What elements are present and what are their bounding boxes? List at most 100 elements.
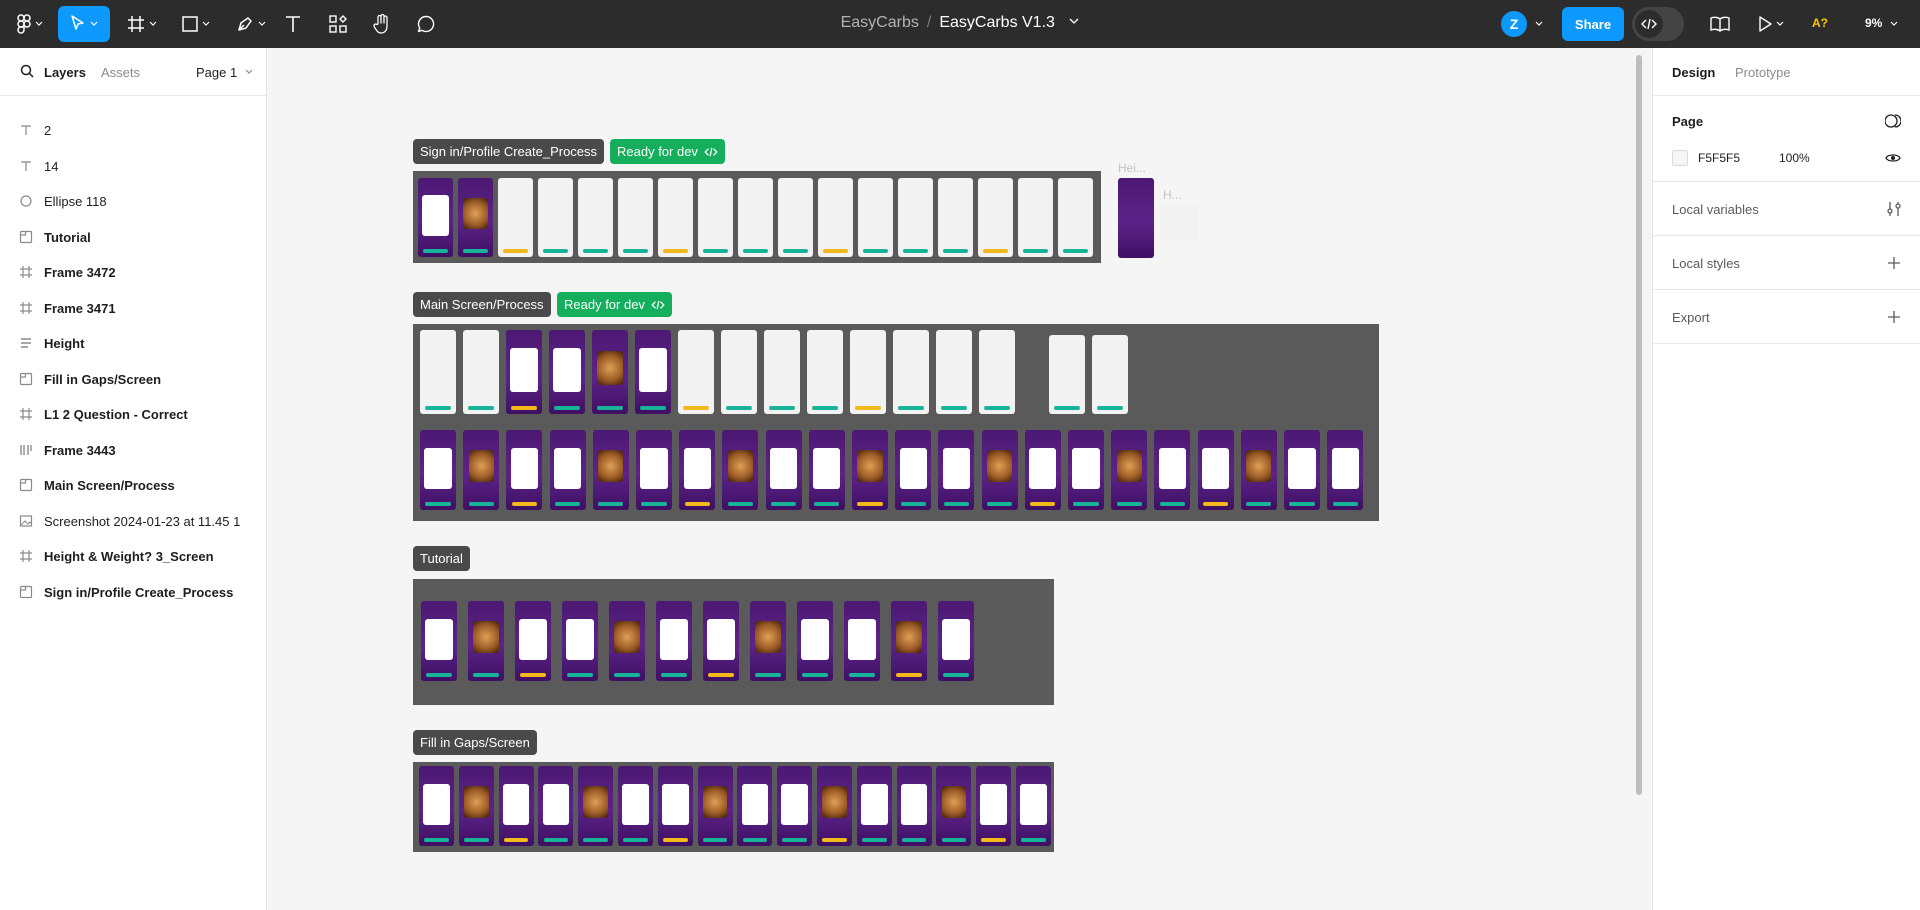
design-screen[interactable] xyxy=(938,601,974,681)
design-screen[interactable] xyxy=(1068,430,1104,510)
main-menu-button[interactable] xyxy=(12,6,48,42)
layer-item[interactable]: Height xyxy=(0,327,266,359)
design-screen[interactable] xyxy=(657,766,693,846)
design-screen[interactable] xyxy=(808,430,845,510)
design-screen[interactable] xyxy=(722,430,759,510)
design-screen[interactable] xyxy=(703,601,739,681)
hand-tool-button[interactable] xyxy=(369,6,395,42)
design-screen[interactable] xyxy=(1160,205,1198,240)
design-screen[interactable] xyxy=(698,178,733,257)
layer-item[interactable]: Fill in Gaps/Screen xyxy=(0,363,266,395)
chevron-down-icon[interactable] xyxy=(1535,21,1543,27)
avatar[interactable]: Z xyxy=(1501,11,1527,37)
layer-item[interactable]: Frame 3443 xyxy=(0,434,266,466)
design-screen[interactable] xyxy=(976,766,1012,846)
design-screen[interactable] xyxy=(938,178,973,257)
comment-tool-button[interactable] xyxy=(413,6,439,42)
design-screen[interactable] xyxy=(515,601,551,681)
design-screen[interactable] xyxy=(1058,178,1093,257)
design-screen[interactable] xyxy=(549,430,586,510)
design-screen[interactable] xyxy=(895,430,932,510)
design-screen[interactable] xyxy=(797,601,833,681)
design-screen[interactable] xyxy=(898,178,933,257)
design-screen[interactable] xyxy=(979,330,1015,414)
design-screen[interactable] xyxy=(891,601,927,681)
design-screen[interactable] xyxy=(738,178,773,257)
design-screen[interactable] xyxy=(1018,178,1053,257)
layer-item[interactable]: Height & Weight? 3_Screen xyxy=(0,540,266,572)
library-button[interactable] xyxy=(1707,6,1733,42)
section-label-main-screen[interactable]: Main Screen/Process xyxy=(413,292,551,317)
design-screen[interactable] xyxy=(1024,430,1061,510)
design-screen[interactable] xyxy=(458,766,494,846)
design-screen[interactable] xyxy=(1016,766,1051,846)
project-name[interactable]: EasyCarbs xyxy=(840,14,919,31)
page-color-hex[interactable]: F5F5F5 xyxy=(1698,151,1741,165)
design-screen[interactable] xyxy=(856,766,892,846)
design-screen[interactable] xyxy=(936,766,972,846)
design-screen[interactable] xyxy=(420,330,456,414)
design-screen[interactable] xyxy=(764,330,800,414)
canvas-scrollbar[interactable] xyxy=(1636,55,1642,795)
design-screen[interactable] xyxy=(1327,430,1364,510)
design-screen[interactable] xyxy=(1197,430,1234,510)
design-screen[interactable] xyxy=(936,330,972,414)
dev-mode-toggle[interactable] xyxy=(1632,7,1684,41)
eye-icon[interactable] xyxy=(1885,152,1901,164)
design-screen[interactable] xyxy=(844,601,880,681)
page-selector[interactable]: Page 1 xyxy=(196,65,253,80)
design-screen[interactable] xyxy=(1049,335,1085,414)
local-styles-section[interactable]: Local styles xyxy=(1653,236,1920,290)
design-screen[interactable] xyxy=(981,430,1018,510)
design-screen[interactable] xyxy=(636,430,672,510)
design-screen[interactable] xyxy=(609,601,645,681)
tab-design[interactable]: Design xyxy=(1672,65,1716,80)
ready-for-dev-badge[interactable]: Ready for dev xyxy=(557,292,672,317)
sliders-icon[interactable] xyxy=(1887,201,1901,217)
design-screen[interactable] xyxy=(765,430,802,510)
design-screen[interactable] xyxy=(697,766,733,846)
design-screen[interactable] xyxy=(592,430,629,510)
ready-for-dev-badge[interactable]: Ready for dev xyxy=(610,139,725,164)
layer-item[interactable]: 2 xyxy=(0,114,266,146)
design-screen[interactable] xyxy=(592,330,628,414)
design-screen[interactable] xyxy=(468,601,504,681)
design-screen[interactable] xyxy=(679,430,716,510)
design-screen[interactable] xyxy=(463,430,500,510)
present-button[interactable] xyxy=(1753,6,1789,42)
design-screen[interactable] xyxy=(807,330,843,414)
design-screen[interactable] xyxy=(978,178,1013,257)
shape-tool-button[interactable] xyxy=(176,6,216,42)
search-icon[interactable] xyxy=(20,64,34,78)
design-screen[interactable] xyxy=(737,766,773,846)
design-screen[interactable] xyxy=(777,766,813,846)
layer-item[interactable]: Main Screen/Process xyxy=(0,469,266,501)
local-variables-section[interactable]: Local variables xyxy=(1653,182,1920,236)
page-color-opacity[interactable]: 100% xyxy=(1779,151,1810,165)
design-screen[interactable] xyxy=(656,601,692,681)
design-screen[interactable] xyxy=(852,430,888,510)
text-tool-button[interactable] xyxy=(281,6,305,42)
design-screen[interactable] xyxy=(850,330,886,414)
design-screen[interactable] xyxy=(618,178,653,257)
design-screen[interactable] xyxy=(538,766,574,846)
page-color-swatch[interactable] xyxy=(1672,150,1688,166)
design-screen[interactable] xyxy=(818,178,853,257)
layer-item[interactable]: Ellipse 118 xyxy=(0,185,266,217)
design-screen[interactable] xyxy=(938,430,975,510)
layer-item[interactable]: Frame 3471 xyxy=(0,292,266,324)
accessibility-indicator[interactable]: A? xyxy=(1812,16,1828,30)
design-screen[interactable] xyxy=(721,330,757,414)
styles-icon[interactable] xyxy=(1885,114,1901,128)
design-screen[interactable] xyxy=(858,178,893,257)
design-screen[interactable] xyxy=(1154,430,1191,510)
design-screen[interactable] xyxy=(778,178,813,257)
design-screen[interactable] xyxy=(506,330,542,414)
pen-tool-button[interactable] xyxy=(230,6,272,42)
export-section[interactable]: Export xyxy=(1653,290,1920,344)
resources-button[interactable] xyxy=(325,6,351,42)
design-screen[interactable] xyxy=(549,330,585,414)
design-screen[interactable] xyxy=(635,330,671,414)
design-screen[interactable] xyxy=(498,766,534,846)
